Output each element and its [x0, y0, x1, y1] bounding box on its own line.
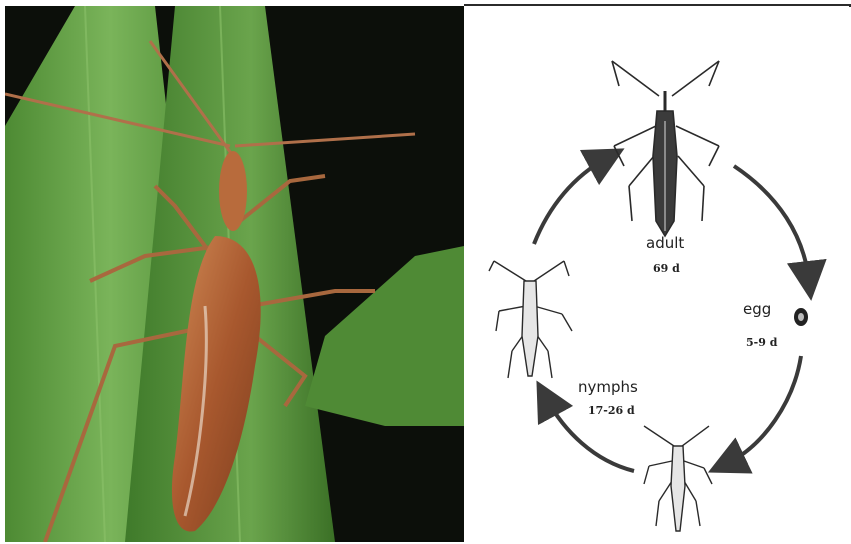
- insect-photo: [5, 6, 464, 542]
- arrow-adult-to-egg: [734, 166, 809, 281]
- bug-head: [219, 151, 247, 231]
- stage-duration-nymphs: 17-26 d: [588, 404, 635, 417]
- nymph-icon: [644, 426, 712, 531]
- arrow-young-to-adult: [534, 158, 607, 244]
- young-nymph-icon: [489, 261, 572, 378]
- stage-label-adult: adult: [646, 234, 684, 252]
- stage-duration-egg: 5-9 d: [746, 336, 777, 349]
- stage-duration-adult: 69 d: [653, 262, 680, 275]
- stage-label-nymphs: nymphs: [578, 378, 638, 396]
- life-cycle-diagram: adult 69 d egg 5-9 d nymphs 17-26 d: [464, 6, 849, 542]
- adult-insect-icon: [612, 61, 719, 236]
- insect-photo-icon: [5, 6, 464, 542]
- stage-label-egg: egg: [743, 300, 771, 318]
- arrow-egg-to-nymphs: [726, 356, 801, 464]
